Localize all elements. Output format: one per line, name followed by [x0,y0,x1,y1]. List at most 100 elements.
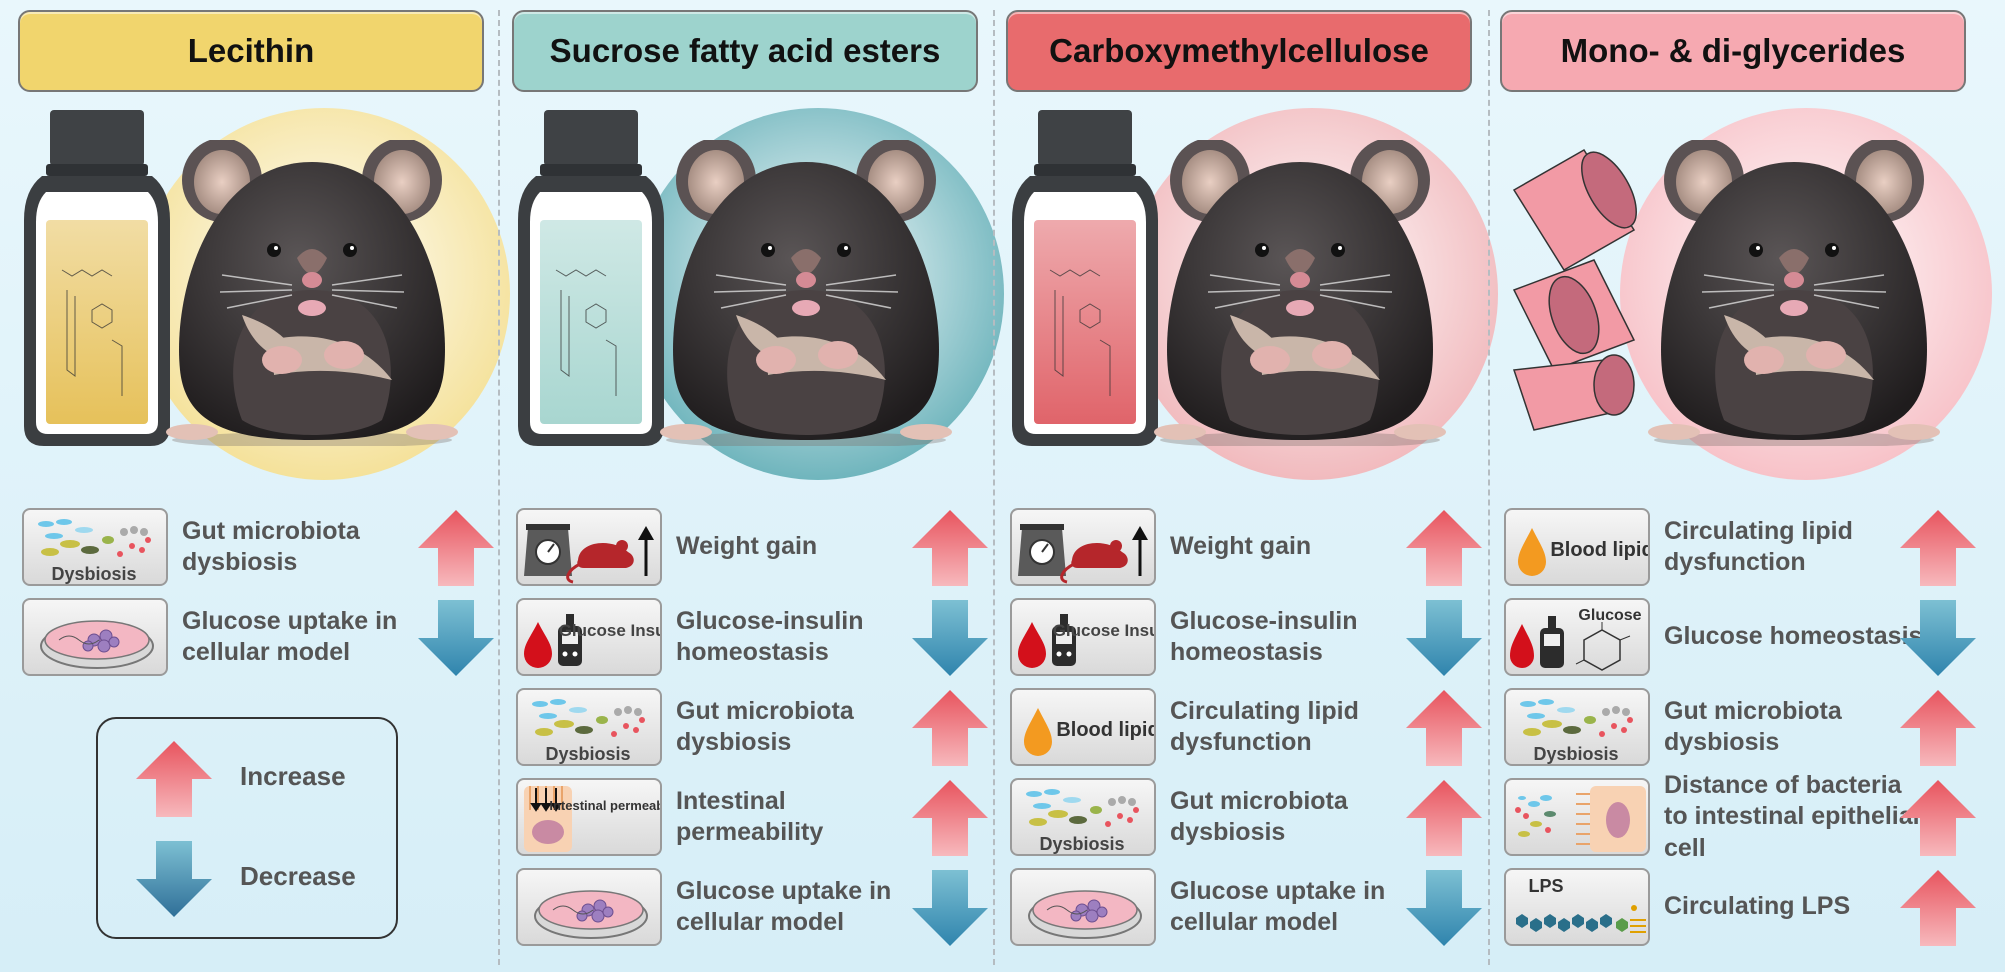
glucose-insulin-icon: Glucose Insulin [1018,614,1156,668]
effect-row: Glucose Insulin Glucose-insulin homeosta… [516,598,988,678]
petri-dish-icon [1028,890,1142,939]
increase-arrow-icon [912,690,988,766]
effect-icon-tile: Dysbiosis [1010,778,1156,856]
effect-label: Gut microbiota dysbiosis [182,516,360,576]
effect-row: Glucose Glucose homeostasis [1504,598,1976,678]
increase-arrow-icon [912,510,988,586]
effect-icon-tile: Intestinal permeability [516,778,662,856]
panel-lecithin: Lecithin [12,0,510,972]
intestinal-permeability-icon: Intestinal permeability [524,786,662,852]
legend-increase-label: Increase [240,761,346,791]
additive-bottle [22,110,172,446]
mouse-illustration [162,138,462,448]
decrease-arrow-icon [418,600,494,676]
effect-row: Dysbiosis Gut microbiota dysbiosis [1504,688,1976,768]
effect-icon-tile: Glucose Insulin [1010,598,1156,676]
svg-text:Intestinal permeability: Intestinal permeability [549,798,662,813]
effect-row: Dysbiosis Gut microbiota dysbiosis [516,688,988,768]
effect-icon-tile [1010,508,1156,586]
effect-row: Glucose Insulin Glucose-insulin homeosta… [1010,598,1482,678]
panel-carboxymethylcellulose: Carboxymethylcellulose [1000,0,1498,972]
glucose-insulin-icon-label: Glucose Insulin [1053,621,1156,640]
panel-mono-di-glycerides: Mono- & di-glycerides [1494,0,1992,972]
increase-arrow-icon [912,780,988,856]
blood-lipid-icon: Blood lipid [1024,708,1154,756]
effect-label: Glucose uptake in cellular model [676,876,892,936]
increase-arrow-icon [1900,690,1976,766]
mouse-illustration [1150,138,1450,448]
decrease-arrow-icon [1406,600,1482,676]
effect-icon-tile [1504,778,1650,856]
legend-increase: Increase [134,739,374,821]
lipid-cylinders-illustration [1512,148,1637,431]
legend-decrease: Decrease [134,839,374,921]
blood-lipid-icon-label: Blood lipid [1550,539,1650,561]
effect-label: Glucose uptake in cellular model [182,606,398,666]
glucose-insulin-icon: Glucose Insulin [524,614,662,668]
effect-icon-tile: Blood lipid [1010,688,1156,766]
additive-bottle [1010,110,1160,446]
panel-sucrose-fatty-acid-esters: Sucrose fatty acid esters [506,0,1004,972]
panel-title: Sucrose fatty acid esters [512,10,978,92]
dysbiosis-icon: Dysbiosis [1026,789,1139,854]
effects-list: Weight gain Glucose Insulin Glucose-insu… [1010,508,1482,958]
glucose-meter-icon-label: Glucose [1578,607,1641,624]
effect-label: Glucose-insulin homeostasis [1170,606,1358,666]
panel-title: Mono- & di-glycerides [1500,10,1966,92]
increase-arrow-icon [1900,510,1976,586]
effect-icon-tile: Glucose [1504,598,1650,676]
panel-divider [498,10,500,965]
effect-row: Dysbiosis Gut microbiota dysbiosis [1010,778,1482,858]
weight-scale-icon [524,524,654,584]
dysbiosis-icon-label: Dysbiosis [545,744,630,764]
effect-label: Weight gain [1170,532,1312,561]
glucose-insulin-icon-label: Glucose Insulin [559,621,662,640]
effect-row: LPS Circulating LPS [1504,868,1976,948]
dysbiosis-icon: Dysbiosis [1520,699,1633,764]
effect-label: Intestinal permeability [676,786,824,846]
effect-row: Blood lipid Circulating lipid dysfunctio… [1010,688,1482,768]
effect-icon-tile: Blood lipid [1504,508,1650,586]
effect-label: Glucose uptake in cellular model [1170,876,1386,936]
effects-list: Blood lipid Circulating lipid dysfunctio… [1504,508,1976,958]
dysbiosis-icon-label: Dysbiosis [51,564,136,584]
blood-lipid-icon: Blood lipid [1518,528,1650,576]
increase-arrow-icon [1900,780,1976,856]
effect-row: Weight gain [1010,508,1482,588]
effect-icon-tile: Dysbiosis [22,508,168,586]
effect-icon-tile [22,598,168,676]
effect-label: Glucose homeostasis [1664,622,1923,651]
effect-row: Dysbiosis Gut microbiota dysbiosis [22,508,494,588]
lps-icon: LPS [1516,876,1646,933]
effects-list: Weight gain Glucose Insulin Glucose-insu… [516,508,988,958]
glucose-meter-icon: Glucose [1510,607,1642,671]
effects-list: Dysbiosis Gut microbiota dysbiosis Gluco… [22,508,494,688]
mouse-illustration [656,138,956,448]
dysbiosis-icon-label: Dysbiosis [1039,834,1124,854]
effect-label: Circulating lipid dysfunction [1170,696,1359,756]
panel-title: Lecithin [18,10,484,92]
effect-label: Gut microbiota dysbiosis [1664,696,1842,756]
petri-dish-icon [40,620,154,669]
effect-icon-tile: Dysbiosis [1504,688,1650,766]
effect-icon-tile [1010,868,1156,946]
effect-row: Distance of bacteria to intestinal epith… [1504,771,1976,862]
panel-title: Carboxymethylcellulose [1006,10,1472,92]
effect-icon-tile [516,508,662,586]
panel-divider [993,10,995,965]
effect-row: Blood lipid Circulating lipid dysfunctio… [1504,508,1976,588]
increase-arrow-icon [1900,870,1976,946]
lps-icon-label: LPS [1528,876,1563,896]
effect-row: Glucose uptake in cellular model [1010,868,1482,948]
increase-arrow-icon [418,510,494,586]
svg-text:Glucose Insulin: Glucose Insulin [1053,621,1156,640]
increase-arrow-icon [1406,780,1482,856]
legend: Increase Decrease [96,717,398,939]
effect-label: Glucose-insulin homeostasis [676,606,864,666]
effect-label: Circulating LPS [1664,892,1851,921]
weight-scale-icon [1018,524,1148,584]
effect-icon-tile: Glucose Insulin [516,598,662,676]
dysbiosis-icon-label: Dysbiosis [1533,744,1618,764]
effect-row: Glucose uptake in cellular model [22,598,494,678]
increase-arrow-icon [1406,690,1482,766]
